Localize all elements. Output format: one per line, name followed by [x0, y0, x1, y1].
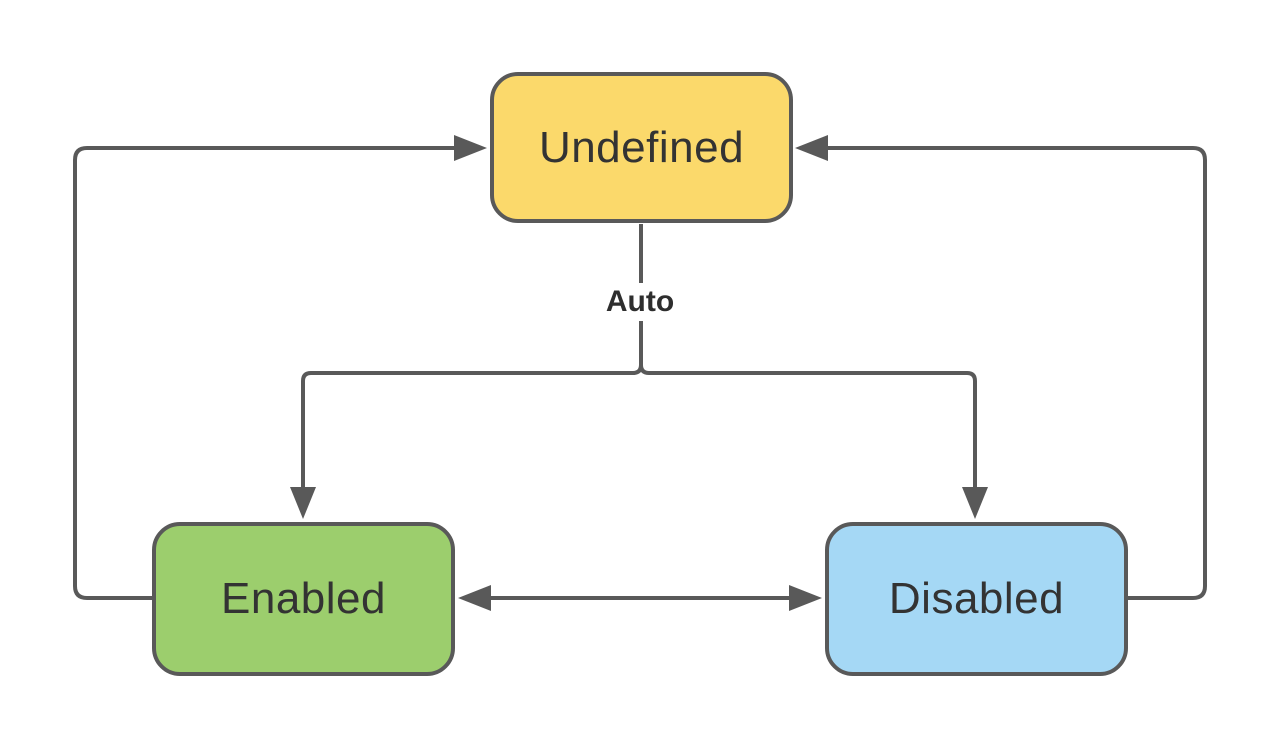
- node-enabled: Enabled: [152, 522, 455, 676]
- arrowhead-down-enabled: [290, 487, 316, 519]
- edge-disabled-to-undefined: [795, 135, 1207, 600]
- edge-undefined-to-disabled-path: [639, 364, 977, 488]
- edge-disabled-to-undefined-path: [827, 146, 1207, 600]
- arrowhead-down-disabled: [962, 487, 988, 519]
- arrowhead-left-undefined: [795, 135, 828, 161]
- node-disabled: Disabled: [825, 522, 1128, 676]
- arrowhead-left-enabled: [458, 585, 491, 611]
- node-undefined: Undefined: [490, 72, 793, 223]
- node-disabled-label: Disabled: [888, 574, 1065, 623]
- edge-enabled-disabled-bidirectional: [458, 585, 822, 611]
- node-undefined-label: Undefined: [538, 122, 745, 172]
- edge-undefined-to-disabled: [639, 364, 988, 519]
- edge-enabled-to-undefined: [73, 135, 487, 600]
- node-enabled-label: Enabled: [221, 574, 386, 623]
- arrowhead-right-undefined: [454, 135, 487, 161]
- edge-enabled-to-undefined-path: [73, 146, 455, 600]
- edge-label-auto: Auto: [595, 283, 685, 321]
- edge-undefined-to-enabled: [290, 224, 643, 519]
- arrowhead-right-disabled: [789, 585, 822, 611]
- edge-undefined-to-enabled-path: [301, 224, 643, 488]
